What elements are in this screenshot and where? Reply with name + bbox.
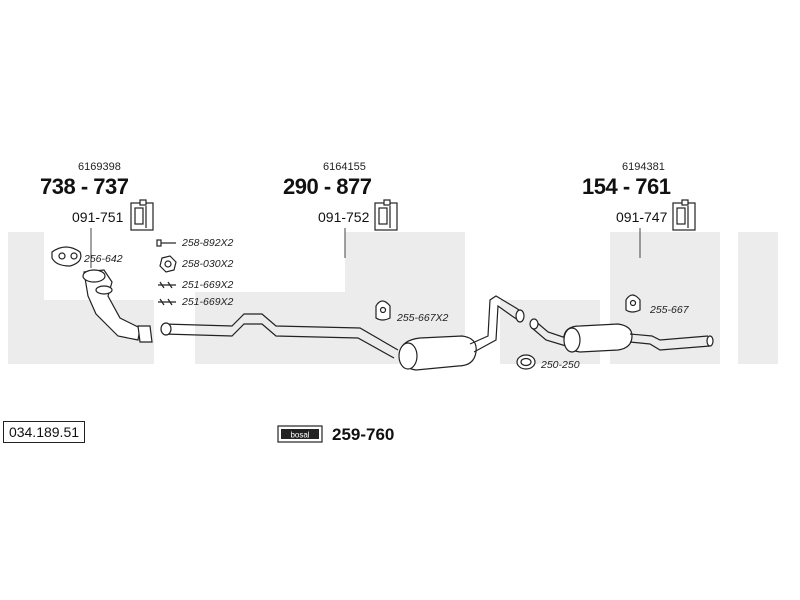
rubber-hanger-label: 255-667X2 [397,312,449,324]
nut-label: 258-030X2 [182,258,234,270]
watermark-block [195,292,345,364]
clamp-icon [158,281,176,289]
tailpipe-icon [629,333,714,351]
bosal-logo-text: bosal [290,431,309,440]
part-number: 154 - 761 [582,174,671,199]
bolt-label: 258-892X2 [182,237,234,249]
gasket-icon [51,246,82,267]
oe-number: 6194381 [622,161,665,173]
rubber-hanger-icon [625,294,641,313]
ring-label: 250-250 [541,359,580,371]
gasket-label: 256-642 [84,253,123,265]
nut-icon [159,255,177,273]
clamp-icon [158,298,176,306]
mounting-bracket-icon [374,199,398,231]
catalog-number: 034.189.51 [3,421,85,443]
oe-number: 6169398 [78,161,121,173]
ring-icon [516,354,536,370]
clamp-label: 251-669X2 [182,296,234,308]
rear-pipe-icon [529,318,567,347]
part-number: 738 - 737 [40,174,129,199]
mount-number: 091-747 [616,209,668,225]
rear-silencer-icon [563,323,633,353]
watermark-block [8,232,44,364]
rubber-hanger-label: 255-667 [650,304,689,316]
middle-silencer-icon [398,335,477,371]
bosal-logo: bosal [277,425,323,443]
mount-number: 091-751 [72,209,124,225]
rubber-hanger-icon [375,300,391,321]
middle-tailpipe-icon [469,295,525,353]
bolt-icon [156,239,176,247]
front-pipe-icon [82,269,153,343]
kit-number: 259-760 [332,425,395,444]
clamp-label: 251-669X2 [182,279,234,291]
watermark-block [738,232,778,364]
middle-pipe-icon [160,313,399,359]
mount-number: 091-752 [318,209,370,225]
part-number: 290 - 877 [283,174,372,199]
oe-number: 6164155 [323,161,366,173]
mounting-bracket-icon [672,199,696,231]
mounting-bracket-icon [130,199,154,231]
